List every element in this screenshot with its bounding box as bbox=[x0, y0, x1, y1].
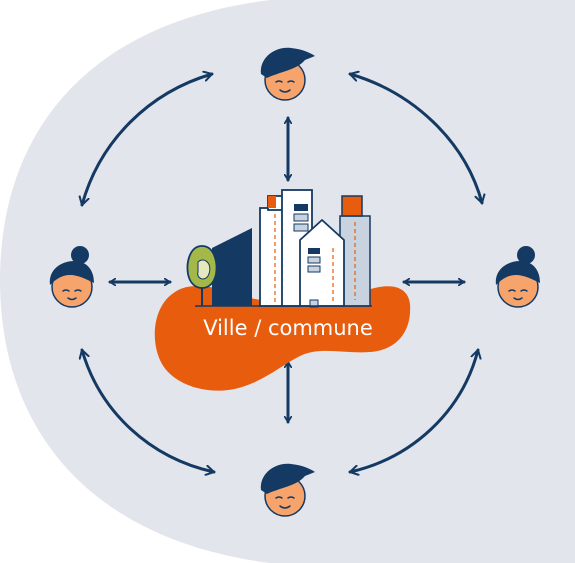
building-navy bbox=[212, 228, 252, 306]
tower-roof bbox=[341, 195, 363, 217]
hair-short bbox=[260, 47, 315, 78]
town-illustration bbox=[154, 189, 411, 391]
person-bottom bbox=[260, 463, 315, 517]
person-right bbox=[495, 246, 540, 308]
hair bbox=[495, 261, 540, 285]
arrow-top-left bbox=[82, 74, 214, 207]
arrow-right-bottom bbox=[348, 348, 478, 472]
tree-icon bbox=[186, 245, 218, 306]
hair-short bbox=[260, 463, 315, 494]
arrow-left-bottom bbox=[82, 348, 216, 472]
curved-arrows bbox=[82, 74, 482, 472]
person-left bbox=[49, 246, 95, 308]
center-label: Ville / commune bbox=[203, 316, 373, 340]
hair bbox=[49, 261, 95, 285]
hair-bun bbox=[71, 246, 89, 264]
town-ground bbox=[154, 285, 411, 391]
building-house bbox=[299, 219, 345, 307]
hair-bun bbox=[517, 246, 535, 264]
straight-arrows bbox=[108, 116, 466, 424]
house-door bbox=[309, 299, 319, 308]
person-top bbox=[260, 47, 315, 101]
arrow-top-right bbox=[348, 74, 482, 205]
